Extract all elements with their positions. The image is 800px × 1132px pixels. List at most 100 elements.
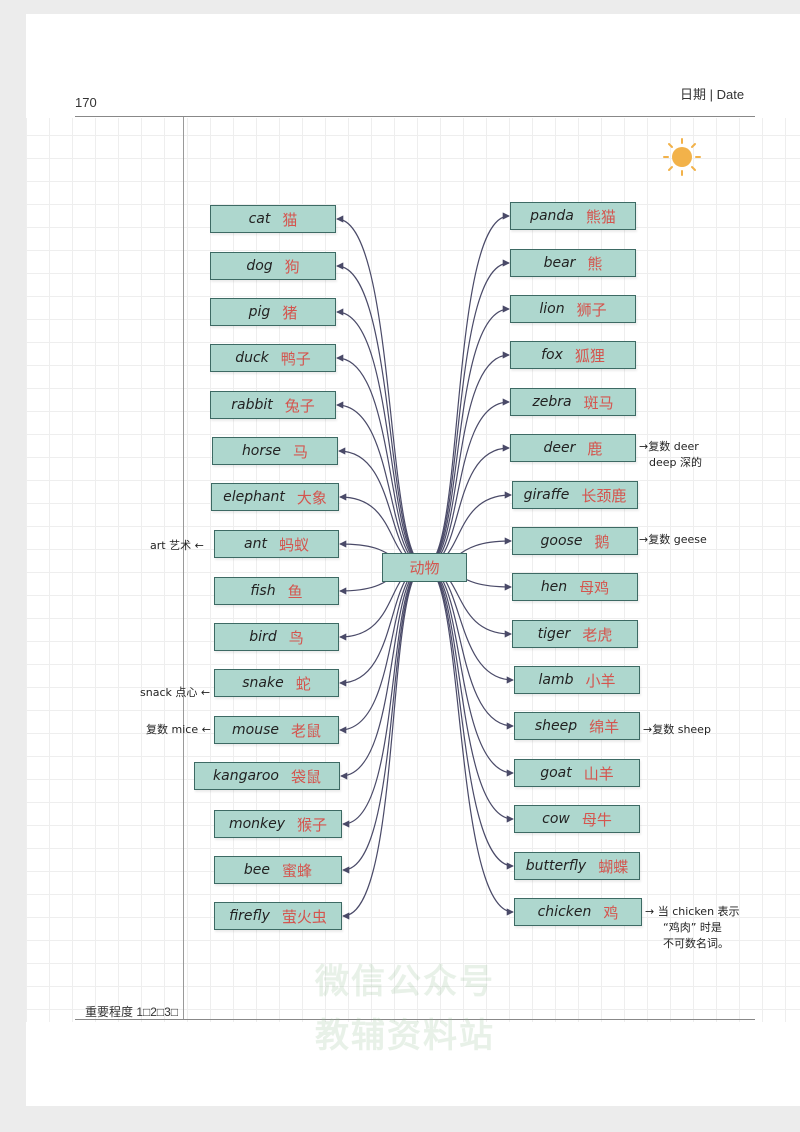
english-word: ant xyxy=(244,536,267,552)
chinese-meaning: 兔子 xyxy=(284,396,315,415)
note-goose: →复数 geese xyxy=(639,533,707,546)
chinese-meaning: 袋鼠 xyxy=(290,767,321,786)
english-word: snake xyxy=(242,675,284,691)
english-word: bird xyxy=(249,629,277,645)
word-card-chicken: chicken 鸡 xyxy=(514,898,642,926)
connector-monkey xyxy=(342,565,426,828)
chinese-meaning: 鹅 xyxy=(594,532,610,551)
note-chicken-3: 不可数名词。 xyxy=(663,937,729,950)
english-word: chicken xyxy=(537,904,592,920)
chinese-meaning: 猪 xyxy=(282,303,298,322)
chinese-meaning: 猴子 xyxy=(297,815,328,834)
word-card-bear: bear 熊 xyxy=(510,249,636,277)
chinese-meaning: 蝴蝶 xyxy=(598,857,629,876)
connector-sheep xyxy=(424,565,514,730)
english-word: mouse xyxy=(232,722,279,738)
english-word: horse xyxy=(241,443,282,459)
connector-horse xyxy=(338,447,426,567)
chinese-meaning: 母牛 xyxy=(581,810,612,829)
note-chicken-2: “鸡肉” 时是 xyxy=(663,921,722,934)
chinese-meaning: 马 xyxy=(293,442,309,461)
word-card-snake: snake 蛇 xyxy=(214,669,339,697)
chinese-meaning: 熊猫 xyxy=(585,207,616,226)
note-sheep: →复数 sheep xyxy=(643,723,711,736)
page-header-area xyxy=(26,14,800,118)
word-card-deer: deer 鹿 xyxy=(510,434,636,462)
english-word: pig xyxy=(248,304,271,320)
sun-doodle-icon xyxy=(663,138,701,176)
chinese-meaning: 狐狸 xyxy=(574,346,605,365)
english-word: monkey xyxy=(228,816,286,832)
chinese-meaning: 山羊 xyxy=(583,764,614,783)
bottom-rule xyxy=(75,1019,755,1020)
chinese-meaning: 鹿 xyxy=(587,439,603,458)
note-snake: snack 点心 ← xyxy=(140,686,211,699)
top-rule xyxy=(75,116,755,117)
chinese-meaning: 熊 xyxy=(587,254,603,273)
connector-bear xyxy=(424,259,510,567)
english-word: dog xyxy=(246,258,273,274)
note-deer-deep: deep 深的 xyxy=(649,456,702,469)
page-footer-area xyxy=(26,1022,800,1106)
connector-duck xyxy=(336,354,426,567)
note-deer-plural: →复数 deer xyxy=(639,440,699,453)
word-card-panda: panda 熊猫 xyxy=(510,202,636,230)
watermark-line-1: 微信公众号 xyxy=(315,962,495,1002)
english-word: fish xyxy=(250,583,276,599)
word-card-horse: horse 马 xyxy=(212,437,338,465)
chinese-meaning: 狗 xyxy=(284,257,300,276)
chinese-meaning: 鸭子 xyxy=(280,349,311,368)
chinese-meaning: 老虎 xyxy=(582,625,613,644)
english-word: tiger xyxy=(537,626,571,642)
chinese-meaning: 蜜蜂 xyxy=(282,861,313,880)
chinese-meaning: 猫 xyxy=(282,210,298,229)
english-word: cow xyxy=(542,811,570,827)
watermark-line-2: 教辅资料站 xyxy=(315,1016,495,1056)
chinese-meaning: 斑马 xyxy=(583,393,614,412)
english-word: bee xyxy=(243,862,271,878)
english-word: bear xyxy=(543,255,576,271)
chinese-meaning: 鸡 xyxy=(603,903,619,922)
note-ant: art 艺术 ← xyxy=(150,539,204,552)
word-card-bee: bee 蜜蜂 xyxy=(214,856,342,884)
connector-kangaroo xyxy=(340,565,426,780)
chinese-meaning: 大象 xyxy=(296,488,327,507)
connector-firefly xyxy=(342,565,426,920)
word-card-cow: cow 母牛 xyxy=(514,805,640,833)
word-card-pig: pig 猪 xyxy=(210,298,336,326)
english-word: fox xyxy=(541,347,563,363)
connector-chicken xyxy=(424,565,514,916)
connector-deer xyxy=(424,444,510,567)
connector-cat xyxy=(336,215,426,567)
english-word: sheep xyxy=(534,718,578,734)
word-card-cat: cat 猫 xyxy=(210,205,336,233)
chinese-meaning: 蛇 xyxy=(295,674,311,693)
english-word: giraffe xyxy=(523,487,570,503)
english-word: cat xyxy=(248,211,271,227)
english-word: lamb xyxy=(538,672,574,688)
connector-butterfly xyxy=(424,565,514,870)
english-word: duck xyxy=(235,350,269,366)
chinese-meaning: 老鼠 xyxy=(290,721,321,740)
english-word: deer xyxy=(543,440,576,456)
connector-goat xyxy=(424,565,514,777)
english-word: panda xyxy=(530,208,574,224)
word-card-fox: fox 狐狸 xyxy=(510,341,636,369)
chinese-meaning: 鸟 xyxy=(288,628,304,647)
watermark: 微信公众号 教辅资料站 xyxy=(300,955,510,1063)
chinese-meaning: 萤火虫 xyxy=(281,907,327,926)
note-mouse: 复数 mice ← xyxy=(146,723,211,736)
connector-cow xyxy=(424,565,514,823)
